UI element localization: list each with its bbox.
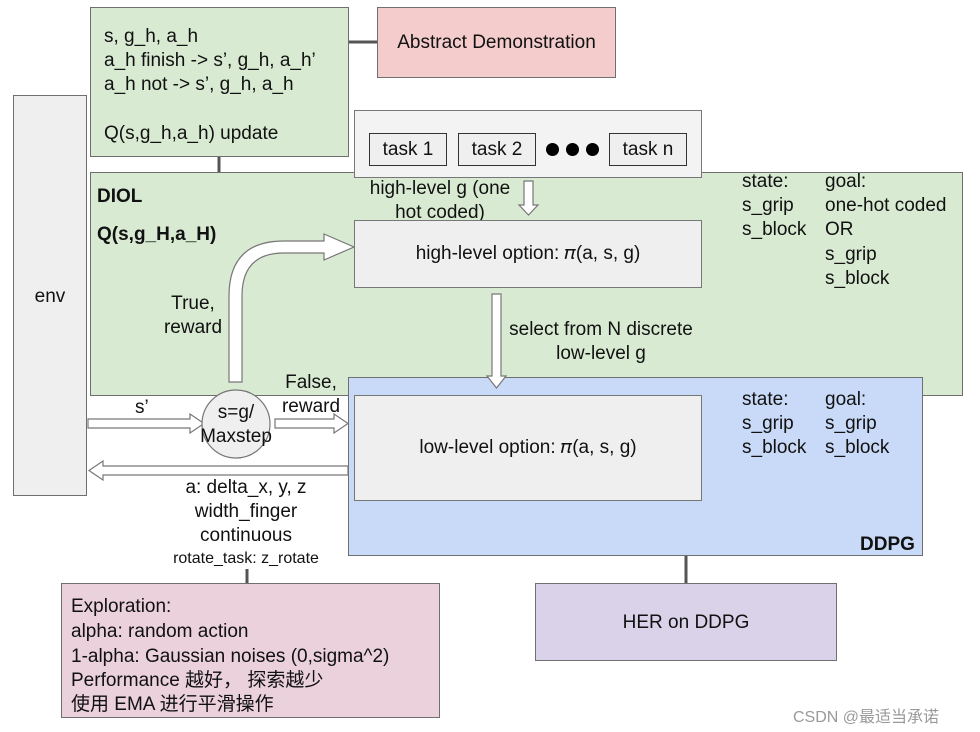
diol-goal-item: OR: [825, 219, 854, 240]
exploration-line-2: alpha: random action: [71, 621, 249, 642]
task-2: task 2: [458, 133, 536, 166]
ddpg-title: DDPG: [860, 534, 915, 555]
diol-goal-item: s_block: [825, 268, 890, 289]
top-update-text: Q(s,g_h,a_h) update: [104, 123, 279, 144]
ddpg-goal-item: s_block: [825, 437, 890, 458]
diol-q-function: Q(s,g_H,a_H): [97, 224, 217, 245]
high-g-note-2: hot coded): [395, 202, 485, 223]
her-box: [535, 583, 837, 661]
diol-title: DIOL: [97, 186, 143, 207]
task-1: task 1: [369, 133, 447, 166]
false-reward-2: reward: [281, 396, 341, 417]
arrow-true-reward: [228, 233, 356, 383]
task-n: task n: [609, 133, 687, 166]
select-note-2: low-level g: [556, 343, 646, 364]
ddpg-state-item: s_block: [742, 437, 807, 458]
diol-state-item: s_grip: [742, 195, 794, 216]
arrow-task-to-high-option: [517, 180, 540, 216]
ddpg-goal-label: goal:: [825, 389, 867, 410]
ellipsis-dot: [586, 143, 599, 156]
true-reward-2: reward: [163, 317, 223, 338]
action-note-2: width_finger: [194, 501, 298, 522]
true-reward-1: True,: [171, 293, 215, 314]
exploration-line-5: 使用 EMA 进行平滑操作: [71, 694, 274, 715]
abstract-demonstration-label: Abstract Demonstration: [397, 32, 596, 53]
action-note-3: continuous: [200, 525, 292, 546]
ddpg-state-item: s_grip: [742, 413, 794, 434]
decision-line-2: Maxstep: [200, 426, 272, 447]
top-line-3: a_h not -> s’, g_h, a_h: [104, 74, 294, 95]
exploration-line-4: Performance 越好， 探索越少: [71, 670, 324, 691]
diol-goal-item: one-hot coded: [825, 195, 947, 216]
watermark: CSDN @最适当承诺: [793, 709, 940, 726]
top-line-1: s, g_h, a_h: [104, 26, 199, 47]
arrow-action: [87, 459, 349, 482]
top-update-box: [90, 7, 349, 157]
exploration-line-3: 1-alpha: Gaussian noises (0,sigma^2): [71, 646, 390, 667]
s-prime-label: s’: [135, 397, 149, 418]
diol-state-label: state:: [742, 171, 789, 192]
abstract-demonstration-box: [377, 7, 616, 78]
false-reward-1: False,: [285, 372, 337, 393]
rotate-note: rotate_task: z_rotate: [173, 550, 319, 567]
ddpg-goal-item: s_grip: [825, 413, 877, 434]
decision-circle: [201, 389, 271, 459]
arrow-false-reward: [274, 412, 350, 435]
ddpg-state-label: state:: [742, 389, 789, 410]
diol-goal-item: s_grip: [825, 244, 877, 265]
env-label: env: [34, 286, 66, 307]
ellipsis-dot: [566, 143, 579, 156]
low-level-option-label: low-level option: 𝜋(a, s, g): [419, 437, 637, 458]
diol-goal-label: goal:: [825, 171, 867, 192]
top-line-2: a_h finish -> s’, g_h, a_h’: [104, 50, 316, 71]
high-g-note-1: high-level g (one: [369, 178, 511, 199]
exploration-box: [61, 583, 440, 718]
env-box: [13, 95, 87, 496]
high-level-option-box: high-level option: 𝜋(a, s, g): [354, 220, 702, 288]
her-label: HER on DDPG: [622, 612, 750, 633]
exploration-line-1: Exploration:: [71, 596, 172, 617]
ellipsis-dot: [546, 143, 559, 156]
select-note-1: select from N discrete: [509, 319, 693, 340]
low-level-option-box: low-level option: 𝜋(a, s, g): [354, 395, 702, 501]
diol-state-item: s_block: [742, 219, 807, 240]
arrow-high-to-low-option: [485, 293, 508, 389]
high-level-option-label: high-level option: 𝜋(a, s, g): [415, 243, 641, 264]
decision-line-1: s=g/: [217, 402, 255, 423]
action-note-1: a: delta_x, y, z: [185, 477, 307, 498]
arrow-s-prime: [87, 412, 206, 435]
